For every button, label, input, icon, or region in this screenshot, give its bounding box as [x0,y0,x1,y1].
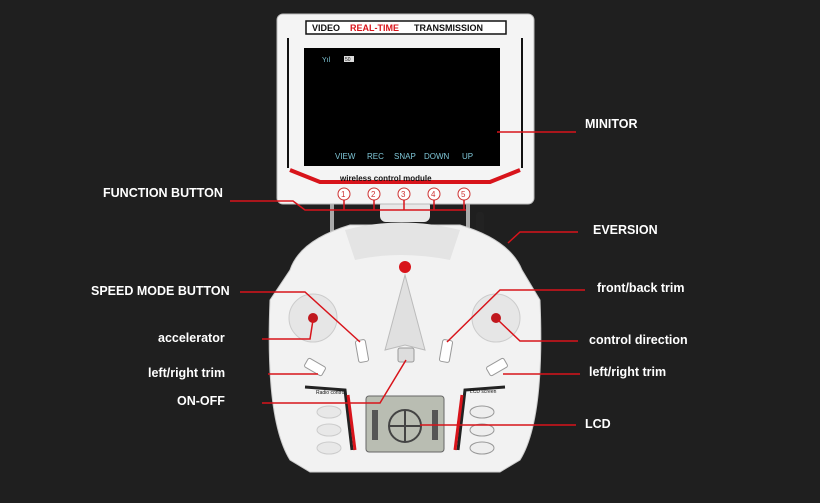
menu-snap: SNAP [394,152,416,161]
label-front-back-trim: front/back trim [597,281,685,295]
header-realtime: REAL-TIME [350,23,399,33]
function-button-1[interactable]: 1 [341,190,346,199]
monitor-screen [304,48,500,166]
menu-view: VIEW [335,152,356,161]
function-buttons: 1 2 3 4 5 [337,187,471,201]
monitor: VIDEO REAL-TIME TRANSMISSION wireless co… [276,13,535,205]
label-on-off: ON-OFF [177,394,225,408]
right-button-3[interactable] [469,441,495,455]
function-button-4[interactable]: 4 [431,190,436,199]
label-accelerator: accelerator [158,331,225,345]
label-speed-mode-button: SPEED MODE BUTTON [91,284,230,298]
leader-lines [230,131,585,426]
label-control-direction: control direction [589,333,688,347]
on-off-switch[interactable] [397,347,415,363]
battery-indicator: 50 [345,57,351,63]
function-button-2[interactable]: 2 [371,190,376,199]
function-button-5[interactable]: 5 [461,190,466,199]
radio-control-label: Radio control [316,390,345,396]
label-left-right-trim-right: left/right trim [589,365,667,379]
menu-rec: REC [367,152,384,161]
label-function-button: FUNCTION BUTTON [103,186,223,200]
right-trim-button[interactable] [486,357,508,377]
monitor-footer: wireless control module [339,174,432,183]
function-button-3[interactable]: 3 [401,190,406,199]
label-lcd: LCD [585,417,611,431]
power-led [399,261,411,273]
header-video: VIDEO [312,23,340,33]
label-left-right-trim-left: left/right trim [148,366,226,380]
label-monitor: MINITOR [585,117,638,131]
signal-icon: Yıl [322,57,331,64]
menu-down: DOWN [424,152,450,161]
monitor-mount [330,200,484,248]
header-transmission: TRANSMISSION [414,23,483,33]
label-eversion: EVERSION [593,223,658,237]
menu-up: UP [462,152,473,161]
right-button-1[interactable] [469,405,495,419]
speed-mode-button[interactable] [354,339,370,363]
lcd-screen-label: LCD screen [470,389,497,395]
right-button-2[interactable] [469,423,495,437]
controller-body: Radio control LCD screen [268,222,542,473]
left-trim-button[interactable] [304,357,326,377]
